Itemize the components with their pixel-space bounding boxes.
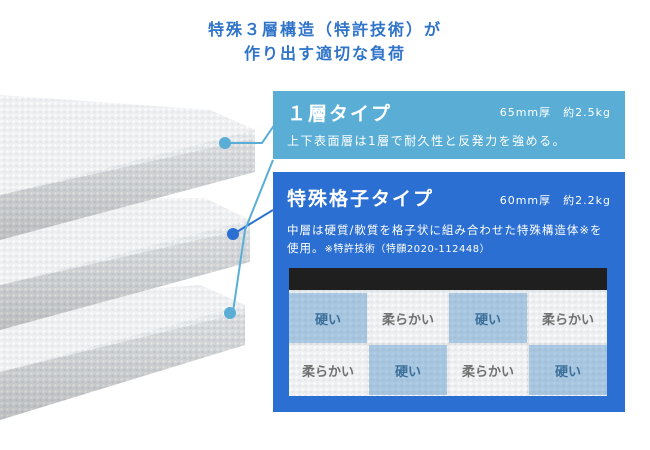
lattice-name: 特殊格子タイプ [287, 188, 435, 210]
foam-layer-top [0, 95, 255, 240]
lattice-cell: 柔らかい [529, 293, 607, 343]
lattice-cell: 柔らかい [289, 345, 367, 395]
lattice-card: 特殊格子タイプ 60mm厚 約2.2kg 中層は硬質/軟質を格子状に組み合わせた… [273, 172, 625, 412]
lattice-cell: 硬い [369, 345, 447, 395]
marker-dot-middle [227, 228, 239, 240]
single-layer-name: １層タイプ [287, 103, 393, 125]
lattice-desc: 中層は硬質/軟質を格子状に組み合わせた特殊構造体※を使用。※特許技術（特願202… [287, 221, 611, 259]
lattice-desc-note: ※特許技術（特願2020-112448） [324, 244, 491, 255]
lattice-cell: 硬い [529, 345, 607, 395]
headline: 特殊３層構造（特許技術）が 作り出す適切な負荷 [0, 18, 650, 66]
lattice-desc-main: 中層は硬質/軟質を格子状に組み合わせた特殊構造体 [287, 223, 580, 237]
connector-lattice-top [234, 209, 274, 234]
lattice-cell: 柔らかい [369, 293, 447, 343]
single-layer-spec: 65mm厚 約2.5kg [499, 106, 611, 119]
headline-line-1: 特殊３層構造（特許技術）が [207, 20, 442, 39]
lattice-grid: 硬い 柔らかい 硬い 柔らかい 柔らかい 硬い 柔らかい 硬い [289, 268, 607, 396]
lattice-cell: 硬い [289, 293, 367, 343]
lattice-desc-suffix: ※を使用。 [287, 223, 603, 255]
lattice-cell: 柔らかい [449, 345, 527, 395]
single-layer-desc: 上下表面層は1層で耐久性と反発力を強める。 [287, 134, 567, 148]
single-layer-card: １層タイプ 65mm厚 約2.5kg 上下表面層は1層で耐久性と反発力を強める。 [273, 91, 625, 159]
lattice-spec: 60mm厚 約2.2kg [499, 194, 611, 207]
marker-dot-top [219, 137, 231, 149]
marker-dot-bottom [224, 307, 236, 319]
lattice-cell: 硬い [449, 293, 527, 343]
lattice-grid-top-band [289, 268, 607, 290]
connector-single-bottom [232, 159, 274, 313]
headline-line-2: 作り出す適切な負荷 [243, 44, 406, 63]
